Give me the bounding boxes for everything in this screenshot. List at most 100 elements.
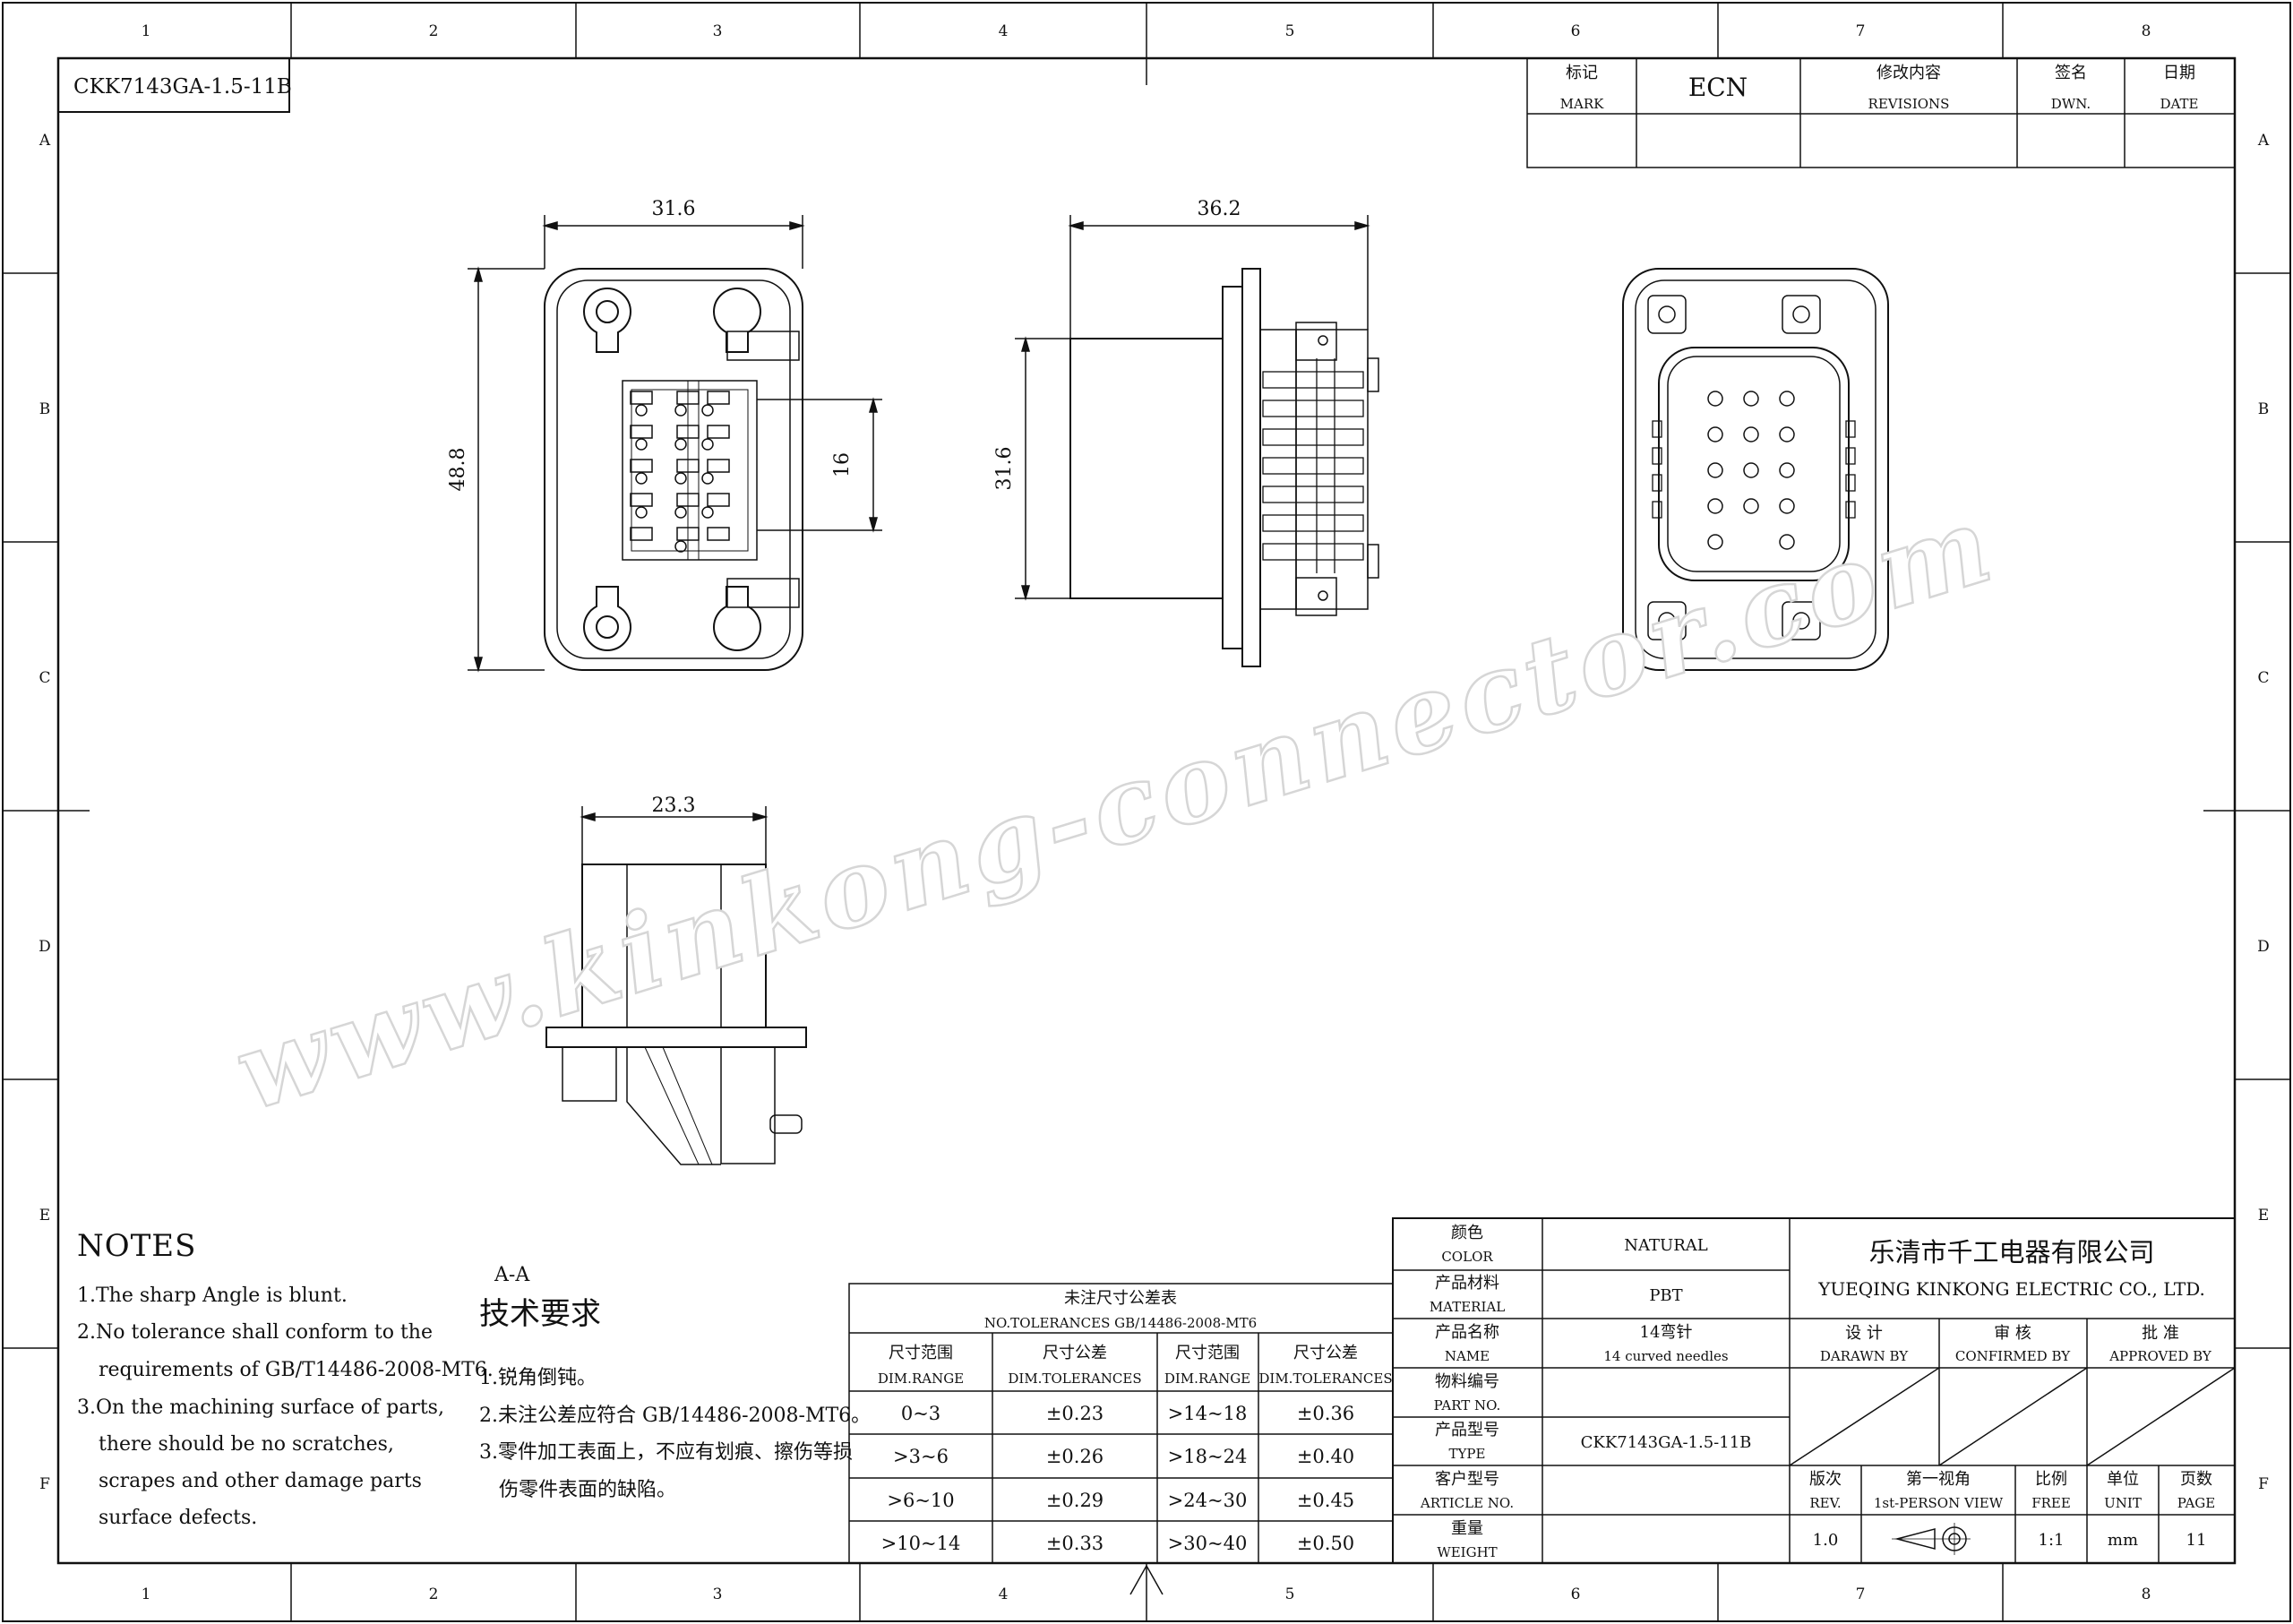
tol-cell: >18~24: [1168, 1446, 1248, 1467]
projection-symbol-icon: [1892, 1523, 1971, 1555]
zone-col-8-bottom: 8: [2142, 1585, 2151, 1603]
tol-cell: ±0.26: [1046, 1446, 1104, 1467]
zone-row-b-left: B: [39, 400, 51, 418]
field-name-cn: 产品名称: [1435, 1323, 1499, 1342]
title-block-grid: [1392, 1217, 2236, 1564]
zone-col-1-top: 1: [142, 22, 151, 40]
tech-requirements: A-A 技术要求 1.锐角倒钝。 2.未注公差应符合 GB/14486-2008…: [479, 1264, 871, 1501]
tol-cell: >10~14: [881, 1533, 961, 1554]
part-number-box: CKK7143GA-1.5-11B: [57, 57, 292, 113]
notes-line-2: 2.No tolerance shall conform to the: [77, 1321, 433, 1344]
zone-col-4-top: 4: [999, 22, 1009, 40]
notes-line-4: 3.On the machining surface of parts,: [77, 1396, 444, 1419]
zone-col-3-bottom: 3: [713, 1585, 723, 1603]
field-type-cn: 产品型号: [1435, 1421, 1499, 1439]
field-partno-cn: 物料编号: [1435, 1372, 1499, 1391]
tol-header-2-cn: 尺寸公差: [1043, 1344, 1107, 1362]
info-scale-cn: 比例: [2035, 1470, 2067, 1489]
company-name-cn: 乐清市千工电器有限公司: [1868, 1237, 2154, 1267]
approval-approved-en: APPROVED BY: [2108, 1348, 2212, 1364]
zone-col-6-top: 6: [1571, 22, 1581, 40]
tech-req-line-2: 2.未注公差应符合 GB/14486-2008-MT6。: [479, 1405, 871, 1427]
dim-bottom-width: 23.3: [652, 795, 696, 817]
zone-row-a-left: A: [39, 132, 51, 150]
tol-header-2-en: DIM.TOLERANCES: [1008, 1371, 1141, 1387]
zone-col-7-bottom: 7: [1856, 1585, 1866, 1603]
tol-cell: >3~6: [893, 1446, 949, 1467]
zone-labels: 1 2 3 4 5 6 7 8 1 2 3 4 5 6 7 8 A B C D …: [39, 22, 2270, 1603]
title-block-fields: 颜色 COLOR NATURAL 产品材料 MATERIAL PBT 产品名称 …: [1420, 1224, 1752, 1560]
zone-col-3-top: 3: [713, 22, 723, 40]
field-name-en: NAME: [1445, 1348, 1490, 1364]
zone-col-5-bottom: 5: [1285, 1585, 1295, 1603]
tol-cell: ±0.33: [1046, 1533, 1104, 1554]
zone-col-5-top: 5: [1285, 22, 1295, 40]
info-page-value: 11: [2186, 1531, 2207, 1550]
tol-header-3-cn: 尺寸范围: [1175, 1344, 1240, 1362]
info-rev-cn: 版次: [1809, 1470, 1842, 1489]
field-partno-en: PART NO.: [1434, 1397, 1501, 1413]
front-view-dimensions: [468, 215, 882, 673]
notes-line-7: surface defects.: [99, 1507, 257, 1529]
info-rev-en: REV.: [1809, 1495, 1841, 1511]
zone-row-c-right: C: [2257, 669, 2269, 687]
notes-line-6: scrapes and other damage parts: [99, 1470, 422, 1492]
zone-col-7-top: 7: [1856, 22, 1866, 40]
approval-confirmed-cn: 审 核: [1994, 1324, 2031, 1343]
revision-block: [1526, 57, 2236, 168]
tolerance-table: 未注尺寸公差表 NO.TOLERANCES GB/14486-2008-MT6 …: [878, 1289, 1393, 1554]
rev-mark-en: MARK: [1560, 96, 1604, 112]
watermark: www.kinkong-connector.com: [222, 480, 2009, 1135]
info-scale-en: FREE: [2031, 1495, 2071, 1511]
zone-col-8-top: 8: [2142, 22, 2151, 40]
rev-date-en: DATE: [2160, 96, 2199, 112]
tol-cell: 0~3: [901, 1403, 940, 1424]
tol-cell: >24~30: [1168, 1490, 1248, 1511]
rear-view: [1622, 268, 1889, 671]
rev-revisions-cn: 修改内容: [1876, 64, 1941, 82]
tol-header-1-cn: 尺寸范围: [889, 1344, 953, 1362]
approval-drawn-cn: 设 计: [1845, 1324, 1883, 1343]
revision-headers: 标记 MARK ECN 修改内容 REVISIONS 签名 DWN. 日期 DA…: [1560, 64, 2199, 112]
notes-section: NOTES 1.The sharp Angle is blunt. 2.No t…: [77, 1228, 494, 1529]
zone-row-f-right: F: [2258, 1475, 2269, 1493]
field-material-value: PBT: [1649, 1286, 1682, 1305]
front-view: [544, 268, 803, 671]
notes-line-3: requirements of GB/T14486-2008-MT6.: [99, 1359, 494, 1381]
field-name-value: 14弯针: [1640, 1323, 1693, 1342]
dim-front-width: 31.6: [652, 198, 696, 220]
field-color-value: NATURAL: [1624, 1236, 1707, 1255]
rev-ecn: ECN: [1688, 73, 1748, 102]
tol-cell: >30~40: [1168, 1533, 1248, 1554]
field-material-en: MATERIAL: [1430, 1299, 1505, 1315]
rev-revisions-en: REVISIONS: [1868, 96, 1950, 112]
notes-line-5: there should be no scratches,: [99, 1433, 394, 1456]
rev-date-cn: 日期: [2163, 64, 2195, 82]
info-view-cn: 第一视角: [1906, 1470, 1971, 1489]
field-type-en: TYPE: [1449, 1446, 1486, 1462]
tol-cell: ±0.29: [1046, 1490, 1104, 1511]
rear-view-cavities: [1707, 391, 1795, 550]
info-view-en: 1st-PERSON VIEW: [1874, 1495, 2004, 1511]
zone-col-4-bottom: 4: [999, 1585, 1009, 1603]
field-name-value-en: 14 curved needles: [1603, 1348, 1728, 1364]
rev-dwn-en: DWN.: [2051, 96, 2091, 112]
tech-req-line-3: 3.零件加工表面上，不应有划痕、擦伤等损: [479, 1441, 853, 1464]
approval-confirmed-en: CONFIRMED BY: [1955, 1348, 2071, 1364]
field-article-cn: 客户型号: [1435, 1470, 1499, 1489]
field-color-cn: 颜色: [1451, 1224, 1483, 1242]
section-label: A-A: [494, 1264, 530, 1286]
zone-col-1-bottom: 1: [142, 1585, 151, 1603]
zone-row-a-right: A: [2257, 132, 2270, 150]
tol-cell: ±0.45: [1297, 1490, 1354, 1511]
tol-cell: ±0.50: [1297, 1533, 1354, 1554]
tech-requirements-title: 技术要求: [479, 1296, 601, 1332]
info-rev-value: 1.0: [1813, 1531, 1839, 1550]
dim-side-height: 31.6: [993, 447, 1016, 491]
bottom-view: [545, 864, 807, 1165]
dim-front-height: 48.8: [447, 448, 469, 492]
title-block-company: 乐清市千工电器有限公司 YUEQING KINKONG ELECTRIC CO.…: [1809, 1237, 2215, 1550]
field-article-en: ARTICLE NO.: [1420, 1495, 1514, 1511]
zone-row-f-left: F: [39, 1475, 50, 1493]
